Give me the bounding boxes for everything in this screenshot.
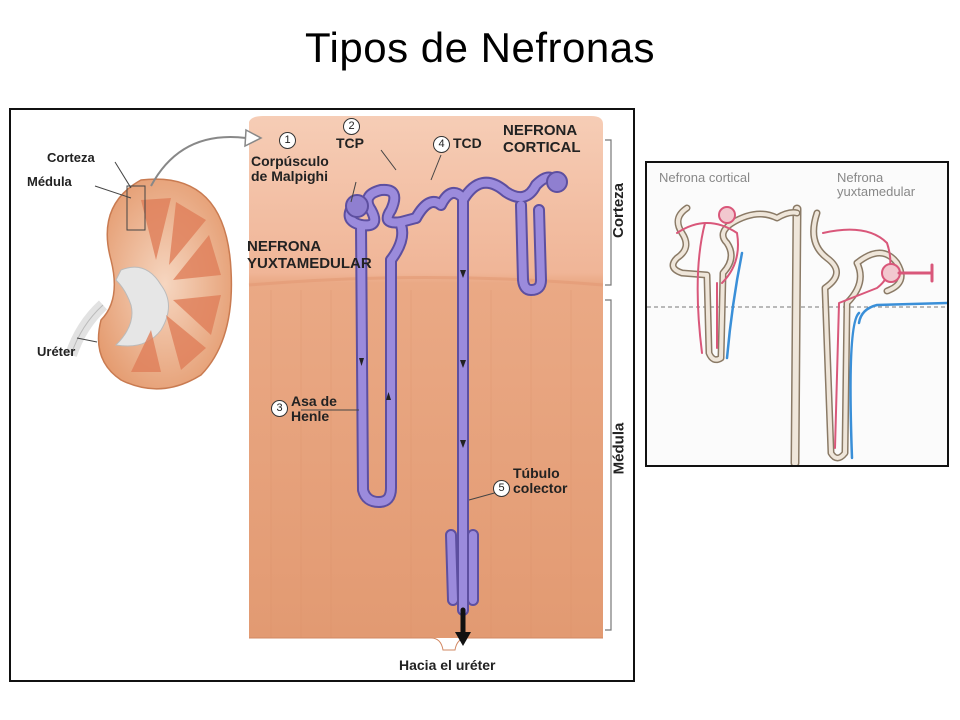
inset-juxtamedullary-label: Nefrona yuxtamedular (837, 170, 916, 199)
region-cortex-label: Corteza (610, 182, 628, 239)
nefrona-cortical-label: NEFRONA CORTICAL (503, 122, 581, 156)
tubulo-colector-label: Túbulo colector (513, 465, 568, 496)
label-number-5: 5 (493, 480, 510, 497)
kidney-medulla-label: Médula (27, 174, 72, 189)
label-number-4: 4 (433, 136, 450, 153)
slide-title: Tipos de Nefronas (304, 24, 656, 71)
main-diagram-panel: Corteza Médula Uréter 1 2 TCP 4 TCD 3 As… (9, 108, 635, 682)
tcp-label: TCP (336, 135, 364, 151)
tcd-label: TCD (453, 135, 482, 151)
kidney-cross-section (65, 128, 263, 390)
nefrona-yuxtamedular-label: NEFRONA YUXTAMEDULAR (247, 238, 372, 272)
inset-diagram-panel: Nefrona cortical Nefrona yuxtamedular (645, 161, 949, 467)
label-number-3: 3 (271, 400, 288, 417)
region-medulla-label: Médula (610, 422, 628, 475)
kidney-cortex-label: Corteza (47, 150, 95, 165)
nephron-diagram-graphic (65, 116, 612, 651)
asa-de-henle-label: Asa de Henle (291, 393, 337, 424)
label-number-2: 2 (343, 118, 360, 135)
label-number-1: 1 (279, 132, 296, 149)
nephron-tubules (343, 171, 568, 646)
inset-cortical-label: Nefrona cortical (659, 170, 751, 185)
corpusculo-label: Corpúsculo de Malpighi (251, 153, 329, 184)
hacia-el-ureter-label: Hacia el uréter (399, 657, 496, 673)
nephron-types-graphic (647, 163, 947, 465)
kidney-ureter-label: Uréter (37, 344, 76, 359)
